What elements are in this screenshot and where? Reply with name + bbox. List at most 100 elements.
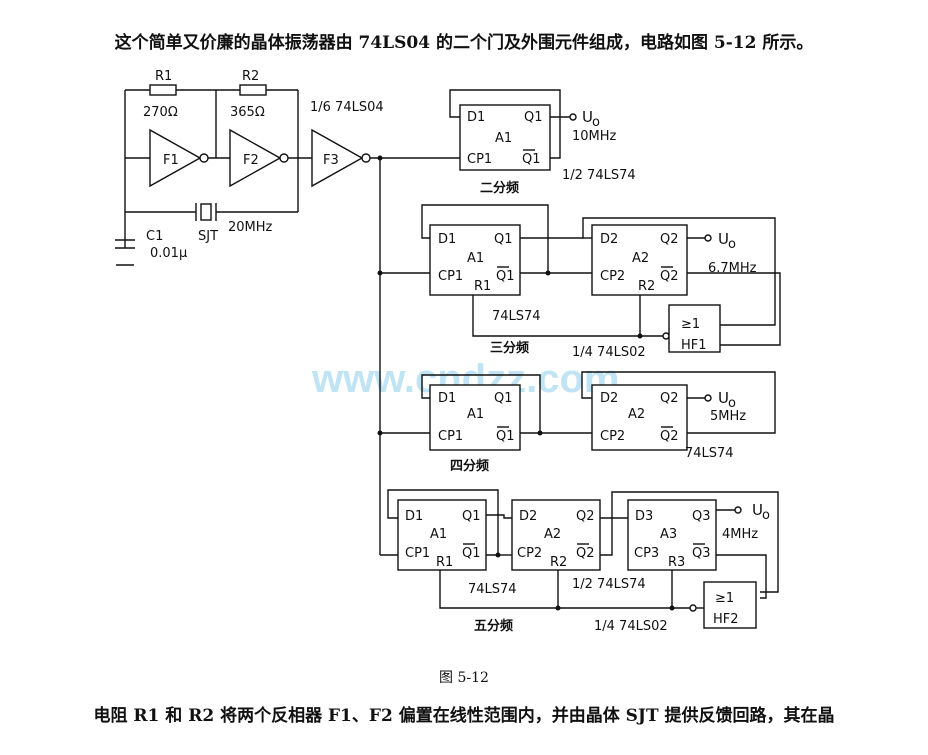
resistor-r1	[149, 84, 177, 96]
flip-flop-a1-div4	[429, 384, 521, 451]
divide-by-5-title: 五分频	[474, 618, 513, 634]
svg-text:R1: R1	[436, 555, 453, 570]
r1-label: R1	[155, 69, 172, 84]
figure-caption: 图 5-12	[439, 670, 489, 686]
svg-text:A2: A2	[544, 527, 561, 542]
svg-text:CP2: CP2	[600, 269, 625, 284]
svg-text:U: U	[718, 230, 729, 248]
svg-text:CP1: CP1	[438, 269, 463, 284]
svg-text:HF2: HF2	[713, 612, 739, 627]
divide-by-4-title: 四分频	[450, 458, 489, 474]
svg-text:U: U	[718, 389, 729, 407]
svg-text:Q2: Q2	[576, 546, 595, 561]
f1-label: F1	[163, 153, 179, 168]
svg-text:o: o	[762, 508, 770, 523]
svg-text:Q1: Q1	[496, 429, 515, 444]
flip-flop-a2-div4	[591, 384, 688, 451]
inverter-f1	[149, 128, 202, 188]
svg-text:74LS74: 74LS74	[685, 446, 734, 461]
svg-text:A1: A1	[467, 251, 484, 266]
divide-by-5-section: D1 Q1 A1 CP1 R1 Q1 D2 Q2 A2 CP2 R2 Q2 D3…	[380, 489, 779, 634]
c1-label: C1	[146, 229, 163, 244]
svg-text:Q3: Q3	[692, 509, 711, 524]
svg-text:6.7MHz: 6.7MHz	[708, 261, 757, 276]
svg-text:10MHz: 10MHz	[572, 129, 617, 144]
svg-text:Q1: Q1	[524, 110, 543, 125]
svg-text:A3: A3	[660, 527, 677, 542]
svg-text:D2: D2	[519, 509, 537, 524]
outro-text: 电阻 R1 和 R2 将两个反相器 F1、F2 偏置在线性范围内，并由晶体 SJ…	[93, 706, 835, 726]
oscillator-section: R1 270Ω R2 365Ω F1 F2 F3 1/6 74LS04 C1 0…	[115, 69, 460, 266]
svg-text:4MHz: 4MHz	[722, 527, 758, 542]
nor-gate-hf2	[703, 581, 757, 629]
resistor-r2	[239, 84, 267, 96]
svg-text:Q1: Q1	[494, 232, 513, 247]
r2-label: R2	[242, 69, 259, 84]
svg-text:D3: D3	[635, 509, 653, 524]
svg-text:D1: D1	[438, 232, 456, 247]
svg-text:A1: A1	[495, 131, 512, 146]
svg-text:D2: D2	[600, 391, 618, 406]
svg-text:CP2: CP2	[517, 546, 542, 561]
svg-text:1/2 74LS74: 1/2 74LS74	[572, 577, 646, 592]
svg-text:Q2: Q2	[660, 232, 679, 247]
svg-text:Q2: Q2	[660, 429, 679, 444]
svg-text:D1: D1	[405, 509, 423, 524]
svg-text:74LS74: 74LS74	[492, 309, 541, 324]
svg-text:Q1: Q1	[522, 152, 541, 167]
f3-label: F3	[323, 153, 339, 168]
flip-flop-a1-div3	[429, 224, 521, 296]
svg-text:o: o	[592, 115, 600, 130]
flip-flop-a2-div5	[511, 499, 601, 571]
inverter-f2	[229, 128, 282, 188]
svg-text:o: o	[728, 237, 736, 252]
svg-text:Q2: Q2	[660, 391, 679, 406]
svg-text:R1: R1	[474, 279, 491, 294]
flip-flop-a1-div5	[397, 499, 487, 571]
inverter-f3	[311, 128, 364, 188]
svg-text:5MHz: 5MHz	[710, 409, 746, 424]
svg-text:A1: A1	[467, 407, 484, 422]
svg-text:Q1: Q1	[462, 509, 481, 524]
svg-text:CP1: CP1	[405, 546, 430, 561]
svg-text:R2: R2	[550, 555, 567, 570]
svg-text:A2: A2	[632, 251, 649, 266]
f2-label: F2	[243, 153, 259, 168]
svg-text:Q3: Q3	[692, 546, 711, 561]
svg-text:≥1: ≥1	[715, 591, 734, 606]
svg-text:74LS74: 74LS74	[468, 582, 517, 597]
r1-value: 270Ω	[143, 105, 178, 120]
svg-text:o: o	[728, 396, 736, 411]
svg-text:A1: A1	[430, 527, 447, 542]
svg-text:Q2: Q2	[660, 269, 679, 284]
svg-text:≥1: ≥1	[681, 317, 700, 332]
svg-text:R2: R2	[638, 279, 655, 294]
svg-text:CP2: CP2	[600, 429, 625, 444]
svg-text:CP1: CP1	[438, 429, 463, 444]
crystal-label: SJT	[198, 229, 218, 244]
svg-text:HF1: HF1	[681, 338, 707, 353]
svg-text:Q1: Q1	[496, 269, 515, 284]
svg-text:A2: A2	[628, 407, 645, 422]
svg-text:CP3: CP3	[634, 546, 659, 561]
svg-text:D1: D1	[467, 110, 485, 125]
svg-text:U: U	[582, 108, 593, 126]
inverter-chip-label: 1/6 74LS04	[310, 100, 384, 115]
svg-text:Q1: Q1	[494, 391, 513, 406]
flip-flop-a3-div5	[627, 499, 717, 571]
intro-text: 这个简单又价廉的晶体振荡器由 74LS04 的二个门及外围元件组成，电路如图 5…	[114, 33, 814, 53]
nor-gate-hf1	[668, 304, 721, 353]
flip-flop-a1	[459, 104, 551, 171]
svg-text:U: U	[752, 501, 763, 519]
svg-text:Q2: Q2	[576, 509, 595, 524]
svg-text:R3: R3	[668, 555, 685, 570]
svg-text:1/2 74LS74: 1/2 74LS74	[562, 168, 636, 183]
c1-value: 0.01μ	[150, 246, 187, 261]
divide-by-2-title: 二分频	[480, 180, 519, 196]
crystal-freq: 20MHz	[228, 220, 273, 235]
svg-text:D1: D1	[438, 391, 456, 406]
svg-text:1/4 74LS02: 1/4 74LS02	[594, 619, 668, 634]
